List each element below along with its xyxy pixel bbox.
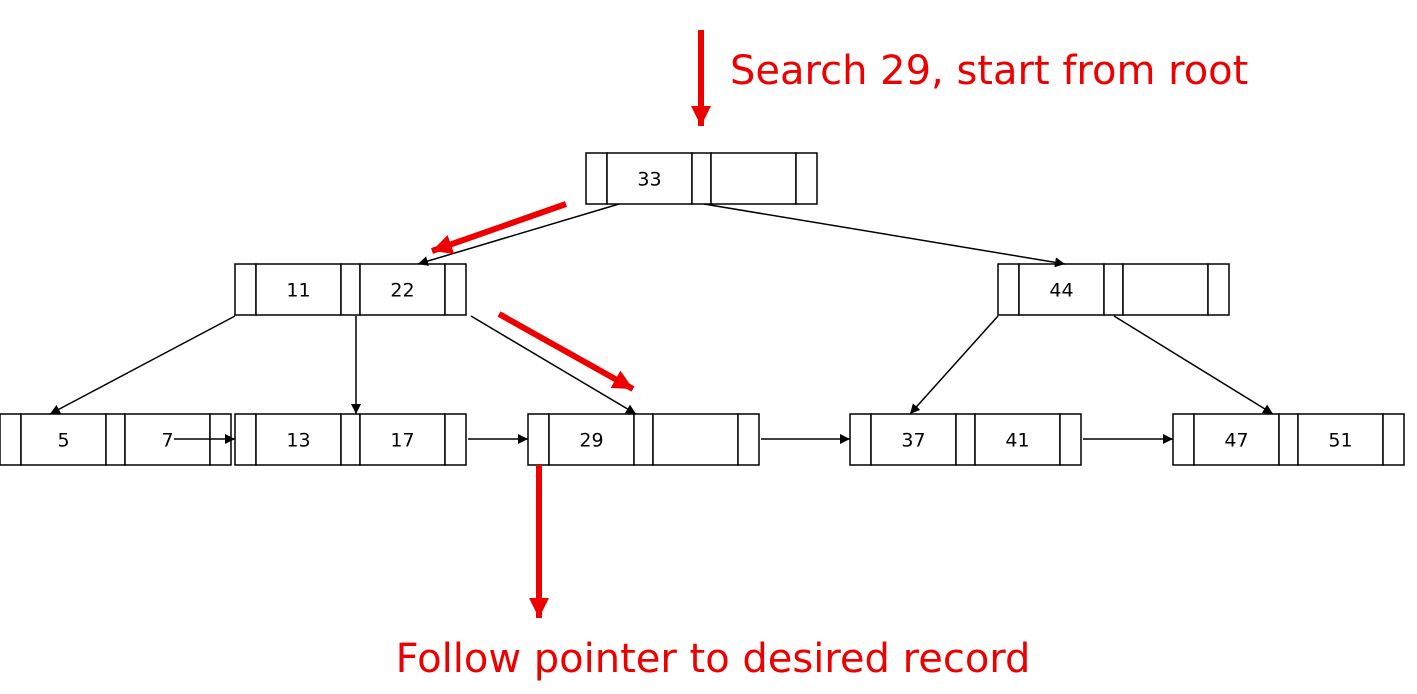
pointer-cell [444, 263, 467, 316]
search-step-to-leaf-arrow [497, 311, 635, 392]
pointer-cell [1278, 413, 1299, 466]
pointer-cell [955, 413, 976, 466]
key-cell [1297, 413, 1384, 466]
node-key: 51 [1328, 430, 1352, 452]
pointer-cell [444, 413, 467, 466]
leaf-node-3: 29 [527, 413, 760, 466]
node-key: 37 [901, 430, 925, 452]
node-key: 22 [390, 280, 414, 302]
key-cell [710, 152, 797, 205]
search-step-to-internal-arrow [431, 201, 567, 254]
node-key: 5 [57, 430, 69, 452]
edge-root-to-right [703, 203, 1066, 268]
edge-11-left-to-leaf-1 [49, 315, 236, 415]
key-cell [255, 413, 342, 466]
node-key: 29 [579, 430, 603, 452]
root-node: 33 [585, 152, 818, 205]
pointer-cell [1382, 413, 1405, 466]
internal-node-right: 44 [997, 263, 1230, 316]
pointer-cell [527, 413, 550, 466]
key-cell [652, 413, 739, 466]
node-key: 17 [390, 430, 414, 452]
pointer-cell [234, 413, 257, 466]
leaf-node-4: 37 41 [849, 413, 1082, 466]
pointer-cell [234, 263, 257, 316]
search-path [431, 30, 711, 618]
pointer-cell [997, 263, 1020, 316]
pointer-cell [1207, 263, 1230, 316]
key-cell [548, 413, 635, 466]
leaf-node-5: 47 51 [1172, 413, 1405, 466]
internal-node-left: 11 22 [234, 263, 467, 316]
annotation-follow-pointer: Follow pointer to desired record [396, 636, 1031, 682]
node-key: 11 [286, 280, 310, 302]
node-key: 7 [161, 430, 173, 452]
pointer-cell [737, 413, 760, 466]
key-cell [974, 413, 1061, 466]
annotation-search-start: Search 29, start from root [730, 48, 1248, 94]
key-cell [359, 263, 446, 316]
edge-44-left-to-leaf-4 [909, 315, 999, 415]
tree-edges [49, 203, 1274, 444]
node-key: 33 [637, 169, 661, 191]
key-cell [606, 152, 693, 205]
key-cell [255, 263, 342, 316]
pointer-cell [633, 413, 654, 466]
key-cell [1122, 263, 1209, 316]
node-key: 41 [1005, 430, 1029, 452]
edge-root-to-left [417, 203, 620, 266]
pointer-cell [340, 263, 361, 316]
pointer-cell [1059, 413, 1082, 466]
edge-22-right-to-leaf-3 [470, 315, 637, 415]
node-key: 44 [1049, 280, 1073, 302]
pointer-cell [795, 152, 818, 205]
key-cell [20, 413, 107, 466]
pointer-cell [691, 152, 712, 205]
pointer-cell [0, 413, 22, 466]
pointer-cell [340, 413, 361, 466]
pointer-cell [105, 413, 126, 466]
pointer-cell [585, 152, 608, 205]
node-key: 47 [1224, 430, 1248, 452]
node-key: 13 [286, 430, 310, 452]
key-cell [870, 413, 957, 466]
pointer-cell [849, 413, 872, 466]
edge-44-right-to-leaf-5 [1113, 315, 1274, 415]
pointer-cell [1103, 263, 1124, 316]
leaf-node-2: 13 17 [234, 413, 467, 466]
pointer-cell [1172, 413, 1195, 466]
